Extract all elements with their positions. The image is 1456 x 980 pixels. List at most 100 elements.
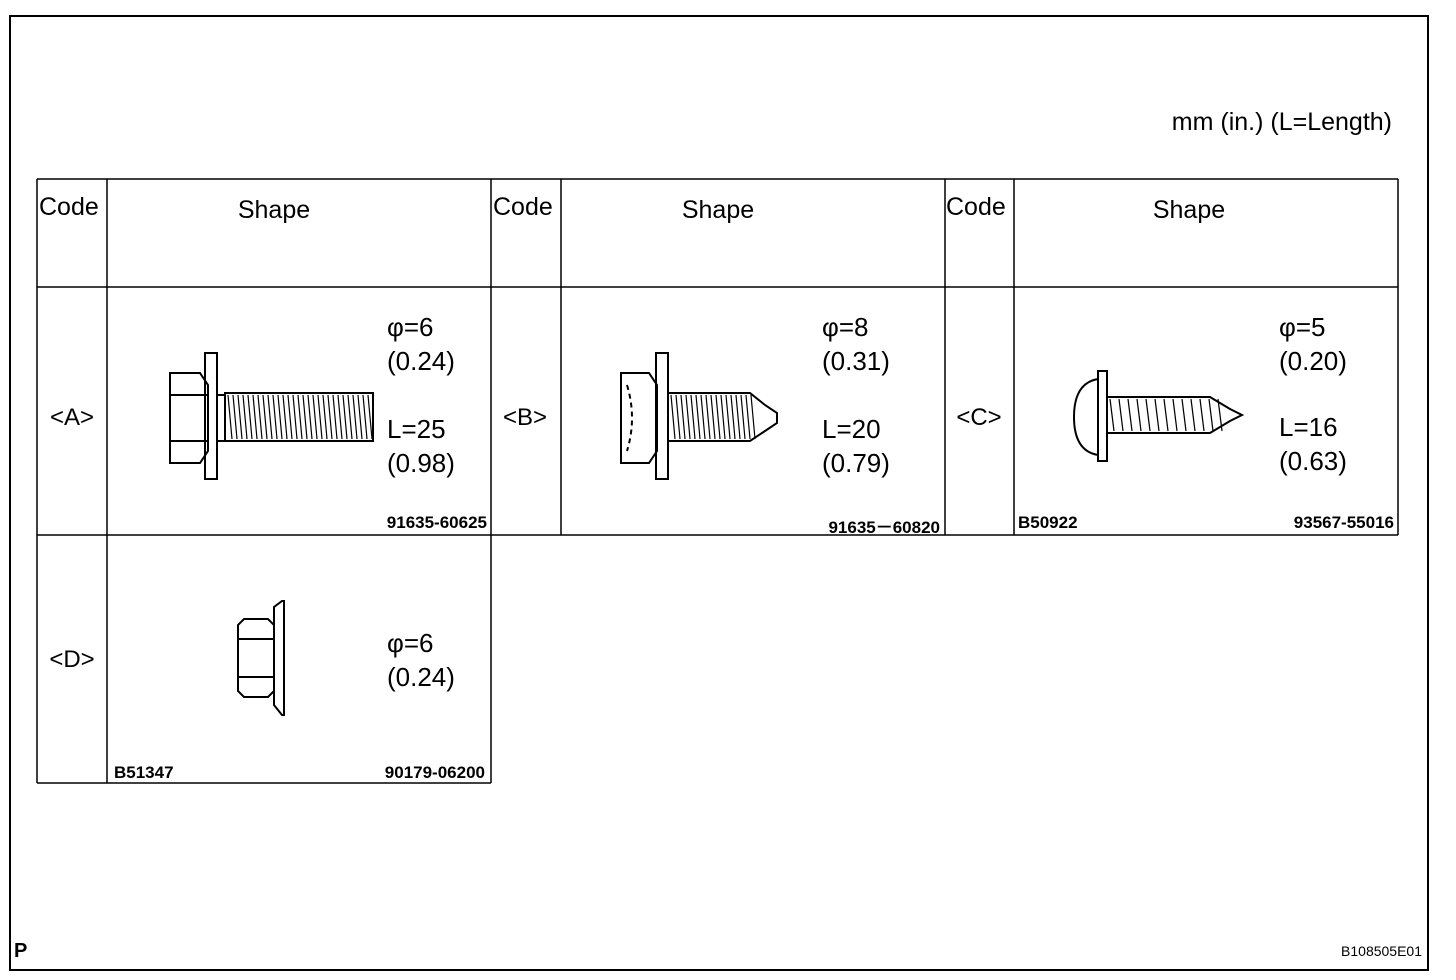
thread-line — [670, 394, 676, 440]
thread-line — [1190, 398, 1196, 432]
length-a-in: (0.98) — [387, 448, 455, 478]
figure-id: B108505E01 — [1341, 943, 1422, 959]
thread-line — [1217, 398, 1223, 432]
thread-line — [312, 394, 318, 440]
thread-line — [700, 394, 706, 440]
thread-line — [297, 394, 303, 440]
thread-line — [730, 394, 736, 440]
thread-line — [680, 394, 686, 440]
tapping-bolt-icon — [620, 352, 778, 480]
thread-line — [1199, 398, 1205, 432]
header-shape-2: Shape — [681, 196, 755, 224]
thread-line — [317, 394, 323, 440]
tapping-screw-icon — [1072, 370, 1245, 462]
thread-line — [1109, 398, 1115, 432]
thread-line — [332, 394, 338, 440]
thread-line — [720, 394, 726, 440]
ref-code-d: B51347 — [114, 763, 174, 782]
thread-line — [292, 394, 298, 440]
spec-c-length: L=16 (0.63) — [1279, 410, 1347, 478]
thread-line — [1145, 398, 1151, 432]
corner-letter: P — [14, 940, 28, 962]
thread-line — [352, 394, 358, 440]
length-b: L=20 — [822, 414, 881, 444]
thread-line — [287, 394, 293, 440]
diameter-b: φ=8 — [822, 312, 869, 342]
thread-line — [725, 394, 731, 440]
code-b: <B> — [502, 404, 548, 431]
thread-line — [1208, 398, 1214, 432]
diameter-b-in: (0.31) — [822, 346, 890, 376]
thread-line — [705, 394, 711, 440]
units-note: mm (in.) (L=Length) — [1171, 108, 1392, 136]
thread-line — [745, 394, 751, 440]
diameter-c: φ=5 — [1279, 312, 1326, 342]
thread-line — [675, 394, 681, 440]
thread-line — [227, 394, 233, 440]
thread-line — [322, 394, 328, 440]
spec-d-diameter: φ=6 (0.24) — [387, 626, 455, 694]
part-number-b: 91635－60820 — [828, 518, 940, 537]
code-c: <C> — [956, 404, 1002, 431]
spec-b-diameter: φ=8 (0.31) — [822, 310, 890, 378]
thread-line — [247, 394, 253, 440]
length-b-in: (0.79) — [822, 448, 890, 478]
header-code-3: Code — [946, 193, 1006, 221]
header-code-1: Code — [39, 193, 99, 221]
code-d: <D> — [49, 646, 95, 673]
thread-line — [690, 394, 696, 440]
thread-line — [685, 394, 691, 440]
spec-a-length: L=25 (0.98) — [387, 412, 455, 480]
part-number-c: 93567-55016 — [1293, 513, 1394, 532]
page-frame — [9, 15, 1429, 971]
thread-line — [237, 394, 243, 440]
thread-line — [282, 394, 288, 440]
thread-line — [1136, 398, 1142, 432]
thread-line — [257, 394, 263, 440]
thread-line — [362, 394, 368, 440]
thread-line — [710, 394, 716, 440]
thread-line — [242, 394, 248, 440]
length-a: L=25 — [387, 414, 446, 444]
thread-line — [740, 394, 746, 440]
thread-line — [272, 394, 278, 440]
diameter-c-in: (0.20) — [1279, 346, 1347, 376]
thread-line — [277, 394, 283, 440]
flange-nut-icon — [237, 600, 285, 716]
length-c-in: (0.63) — [1279, 446, 1347, 476]
length-c: L=16 — [1279, 412, 1338, 442]
part-number-d: 90179-06200 — [384, 763, 485, 782]
diameter-a-in: (0.24) — [387, 346, 455, 376]
diameter-d-in: (0.24) — [387, 662, 455, 692]
diameter-a: φ=6 — [387, 312, 434, 342]
spec-a-diameter: φ=6 (0.24) — [387, 310, 455, 378]
thread-line — [1118, 398, 1124, 432]
thread-line — [1181, 398, 1187, 432]
thread-line — [750, 394, 756, 440]
thread-line — [695, 394, 701, 440]
thread-line — [307, 394, 313, 440]
thread-line — [735, 394, 741, 440]
flange-bolt-icon — [169, 352, 374, 480]
thread-line — [342, 394, 348, 440]
spec-b-length: L=20 (0.79) — [822, 412, 890, 480]
header-shape-3: Shape — [1152, 196, 1226, 224]
thread-line — [1154, 398, 1160, 432]
thread-line — [357, 394, 363, 440]
thread-line — [337, 394, 343, 440]
thread-line — [1163, 398, 1169, 432]
thread-line — [1127, 398, 1133, 432]
thread-line — [347, 394, 353, 440]
thread-line — [267, 394, 273, 440]
thread-line — [252, 394, 258, 440]
thread-line — [367, 394, 373, 440]
ref-code-c: B50922 — [1018, 513, 1078, 532]
thread-line — [302, 394, 308, 440]
code-a: <A> — [49, 404, 95, 431]
thread-line — [262, 394, 268, 440]
thread-line — [232, 394, 238, 440]
spec-c-diameter: φ=5 (0.20) — [1279, 310, 1347, 378]
thread-line — [715, 394, 721, 440]
diameter-d: φ=6 — [387, 628, 434, 658]
thread-line — [1172, 398, 1178, 432]
